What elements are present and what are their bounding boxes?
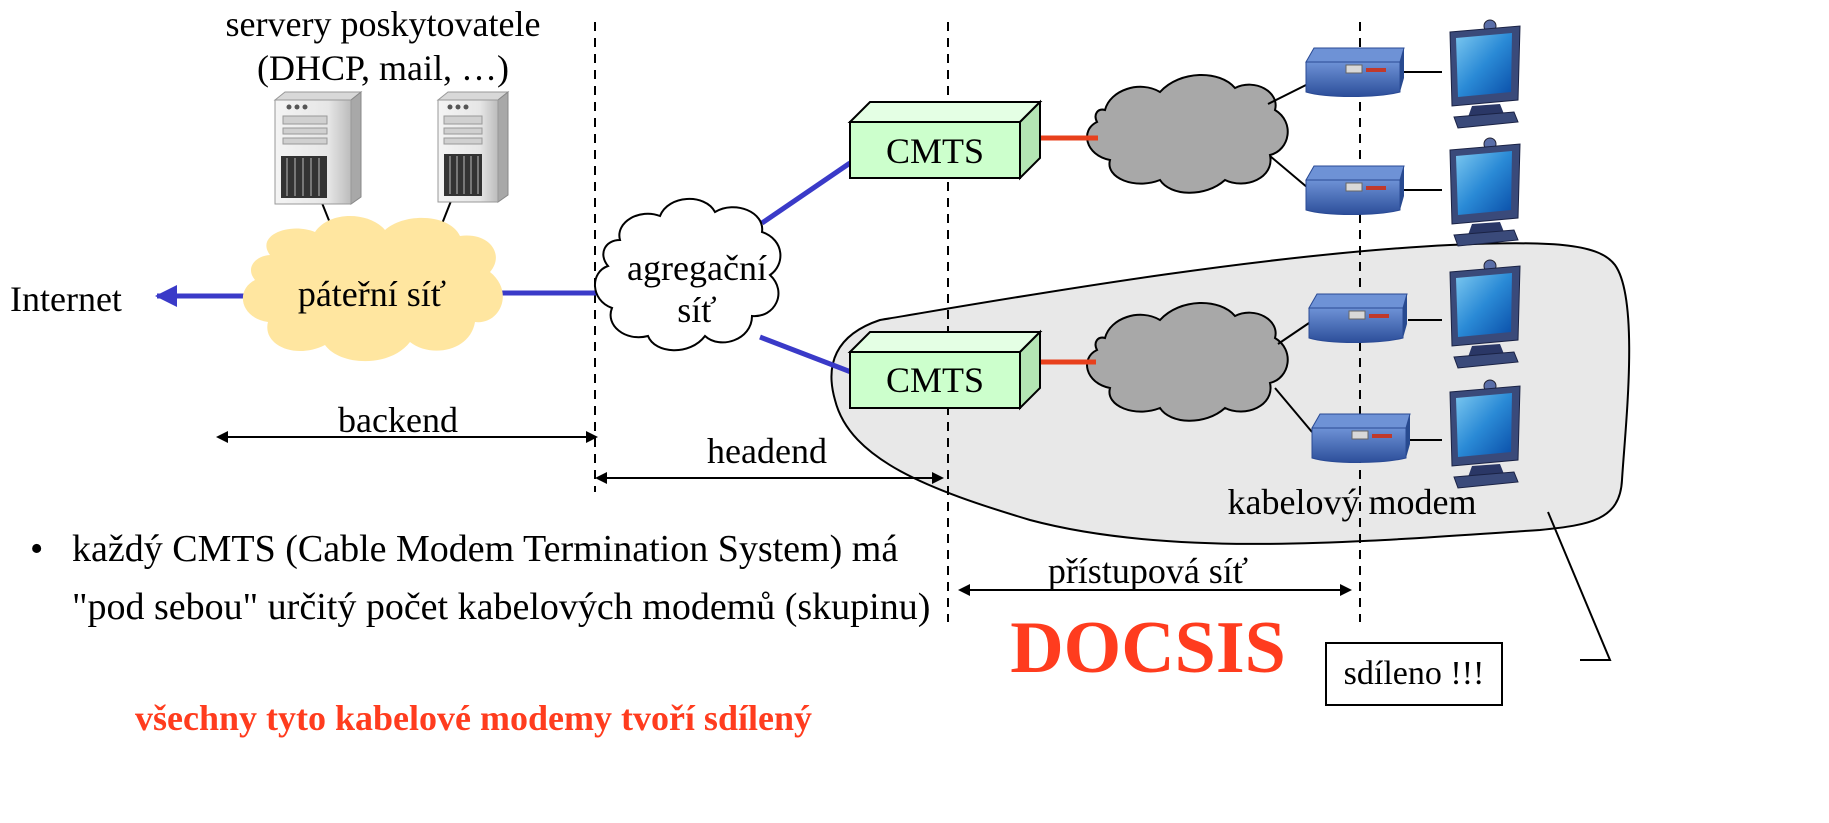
servers-label-line1: servery poskytovatele: [225, 4, 541, 44]
cmts-top-label: CMTS: [885, 131, 985, 171]
cable-modem-icon: [1311, 413, 1411, 463]
link-aggregation-cmts-bottom: [759, 334, 852, 375]
link-cloud-modem-3: [1277, 322, 1310, 345]
backend-label: backend: [338, 400, 458, 440]
bullet-text: každý CMTS (Cable Modem Termination Syst…: [72, 528, 931, 628]
cable-modem-icon: [1305, 47, 1405, 97]
bullet-sub-text: všechny tyto kabelové modemy tvoří sdíle…: [135, 698, 812, 738]
computer-monitor-icon: [1449, 259, 1521, 369]
computer-monitor-icon: [1449, 137, 1521, 247]
backbone-label: páteřní síť: [297, 274, 447, 314]
cable-modem-label: kabelový modem: [1227, 482, 1477, 522]
server-icon: [436, 90, 510, 203]
computer-monitor-icon: [1449, 19, 1521, 129]
aggregation-cloud: [594, 197, 782, 352]
aggregation-label-line1: agregační: [627, 248, 767, 288]
servers-label-line2: (DHCP, mail, …): [257, 48, 509, 88]
server-icon: [273, 90, 363, 205]
aggregation-label-line2: síť: [677, 290, 717, 330]
link-cloud-modem-2: [1269, 155, 1309, 189]
backbone-cloud: [242, 216, 503, 362]
internet-label: Internet: [10, 279, 122, 319]
cable-modem-icon: [1308, 293, 1408, 343]
cmts-box-top: [847, 99, 1043, 181]
link-cloud-modem-1: [1267, 84, 1307, 105]
computer-monitor-icon: [1449, 379, 1521, 489]
bullet-item: • každý CMTS (Cable Modem Termination Sy…: [30, 520, 1050, 636]
access-network-label: přístupová síť: [1047, 551, 1249, 591]
access-cloud-bottom: [1086, 302, 1289, 422]
shared-callout-line: [1547, 511, 1612, 661]
access-cloud-top: [1086, 74, 1289, 194]
headend-label: headend: [707, 431, 827, 471]
shared-label: sdíleno !!!: [1343, 655, 1485, 692]
cmts-box-bottom: [847, 329, 1043, 411]
cable-modem-icon: [1305, 165, 1405, 215]
bullet-list: • každý CMTS (Cable Modem Termination Sy…: [30, 520, 1050, 636]
docsis-label: DOCSIS: [1010, 607, 1286, 689]
link-aggregation-cmts-top: [760, 160, 852, 226]
bullet-dot: •: [30, 528, 44, 570]
link-cloud-modem-4: [1274, 387, 1313, 433]
cmts-bottom-label: CMTS: [885, 360, 985, 400]
shared-label-box: sdíleno !!!: [1325, 642, 1503, 706]
